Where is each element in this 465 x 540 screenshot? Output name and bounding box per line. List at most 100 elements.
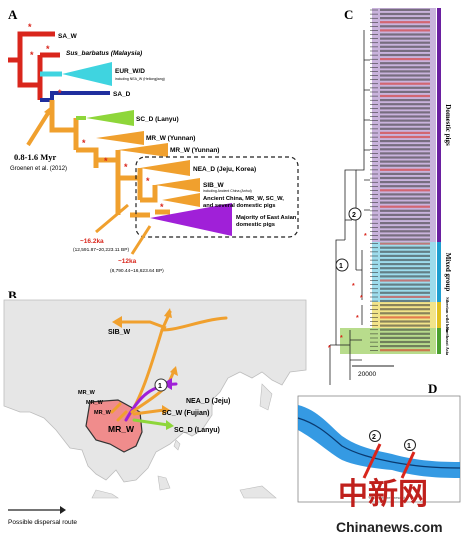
- c-tip-label-mark: [380, 222, 430, 225]
- c-tip-label-mark: [380, 86, 430, 89]
- legend-arrow-head: [60, 506, 66, 514]
- svg-text:*: *: [160, 202, 164, 212]
- sad-branch: [40, 91, 110, 102]
- c-tip-label-mark: [380, 49, 430, 52]
- c-tip-label-mark: [380, 58, 430, 61]
- svg-text:*: *: [28, 22, 32, 32]
- clade-label-majority-2: domestic pigs: [236, 222, 275, 228]
- c-tip-label-mark: [380, 230, 430, 233]
- node2-range: (8,790.44~16,623.64 BP): [110, 268, 164, 274]
- panel-d: D 2 1 Years before present: [297, 381, 461, 503]
- c-tip-label-mark: [380, 33, 430, 36]
- panel-c-letter: C: [344, 7, 353, 22]
- time-arrow-head: [44, 104, 54, 116]
- majority-clade-triangle: [150, 203, 232, 236]
- eur-clade-triangle: [62, 62, 112, 86]
- c-tip-label-mark: [380, 119, 430, 122]
- c-tip-label-mark: [380, 279, 430, 282]
- c-tip-label-mark: [380, 45, 430, 48]
- c-tip-label-mark: [380, 160, 430, 163]
- c-tip-label-mark: [380, 115, 430, 118]
- d-node-number-1: 1: [407, 443, 411, 450]
- c-tip-label-mark: [380, 70, 430, 73]
- c-tip-label-mark: [380, 246, 430, 249]
- panel-a-letter: A: [8, 7, 18, 22]
- svg-text:*: *: [124, 162, 128, 172]
- c-tip-label-mark: [380, 320, 430, 323]
- c-tip-label-mark: [380, 336, 430, 339]
- c-tip-lines: [370, 9, 378, 351]
- svg-text:*: *: [340, 335, 343, 342]
- scd-clade-triangle: [86, 110, 134, 126]
- c-tip-label-mark: [380, 324, 430, 327]
- c-tip-label-mark: [380, 287, 430, 290]
- svg-text:*: *: [82, 138, 86, 148]
- time-ref: Groenen et al. (2012): [10, 166, 67, 172]
- c-tip-label-mark: [380, 304, 430, 307]
- c-tip-label-mark: [380, 181, 430, 184]
- mrw-clade-2: [118, 143, 168, 157]
- c-tip-label-mark: [380, 62, 430, 65]
- clade-label-sc-d: SC_D (Lanyu): [136, 116, 179, 123]
- watermark: 中新网 Chinanews.com: [336, 477, 443, 535]
- node1-range: (12,591.87~20,223.11 BP): [73, 247, 129, 253]
- clade-sublabel-sib: including Ancient China (Anhui): [203, 189, 252, 193]
- map-land-asia: [3, 299, 307, 483]
- clade-label-mr-w-1: MR_W (Yunnan): [146, 135, 195, 142]
- ancient-clade-triangle: [162, 193, 200, 207]
- c-tip-label-mark: [380, 103, 430, 106]
- c-tip-label-mark: [380, 275, 430, 278]
- time-arrow: [26, 108, 52, 147]
- c-tip-label-mark: [380, 111, 430, 114]
- map-island-luzon: [157, 475, 171, 491]
- node1-age: ~16.2ka: [80, 238, 104, 245]
- c-tip-label-mark: [380, 21, 430, 24]
- c-tip-label-mark: [380, 144, 430, 147]
- c-node-number-2: 2: [352, 212, 356, 219]
- map-label-mr-w-main: MR_W: [108, 424, 135, 434]
- c-tip-label-mark: [380, 164, 430, 167]
- c-tip-label-mark: [380, 291, 430, 294]
- group-label-siberian: Siberian wild boar: [445, 297, 450, 333]
- map-island-japan: [259, 383, 273, 411]
- root-branches: [8, 31, 60, 100]
- c-tip-labels: [380, 8, 430, 352]
- c-tip-label-mark: [380, 312, 430, 315]
- c-tip-label-mark: [380, 217, 430, 221]
- c-tip-label-mark: [380, 12, 430, 16]
- c-tip-label-mark: [380, 127, 430, 130]
- time-label: 0.8-1.6 Myr: [14, 152, 56, 162]
- c-tip-label-mark: [380, 66, 430, 69]
- panel-d-letter: D: [428, 381, 437, 396]
- c-tip-label-mark: [380, 340, 430, 344]
- clade-label-sa-d: SA_D: [113, 91, 131, 98]
- mrw-clade-1: [96, 131, 144, 145]
- c-tip-label-mark: [380, 17, 430, 20]
- legend-label: Possible dispersal route: [8, 519, 77, 526]
- c-tip-label-mark: [380, 189, 430, 192]
- d-median-line: [297, 417, 461, 469]
- c-tip-label-mark: [380, 148, 430, 151]
- clade-label-nea-d: NEA_D (Jeju, Korea): [193, 166, 256, 173]
- c-tip-label-mark: [380, 349, 430, 352]
- c-tip-label-mark: [380, 176, 430, 180]
- c-siberian-bar: [437, 302, 441, 328]
- c-tip-label-mark: [380, 193, 430, 196]
- map-label-mr-w-1: MR_W: [78, 390, 96, 396]
- c-tip-label-mark: [380, 234, 430, 237]
- c-tip-label-mark: [380, 140, 430, 143]
- node1-arrow: [95, 203, 129, 234]
- svg-text:*: *: [104, 156, 108, 166]
- c-tip-label-mark: [380, 82, 430, 85]
- c-tip-label-mark: [380, 107, 430, 110]
- c-tip-label-mark: [380, 213, 430, 216]
- c-tip-label-mark: [380, 94, 430, 98]
- d-skyline-band: [298, 405, 460, 478]
- clade-label-sa-w: SA_W: [58, 33, 78, 40]
- dashed-highlight-box: [135, 156, 299, 238]
- d-node-circle-2: [369, 430, 381, 442]
- clade-label-sib-w: SIB_W: [203, 182, 224, 189]
- c-tip-label-mark: [380, 328, 430, 331]
- c-tip-label-mark: [380, 53, 430, 57]
